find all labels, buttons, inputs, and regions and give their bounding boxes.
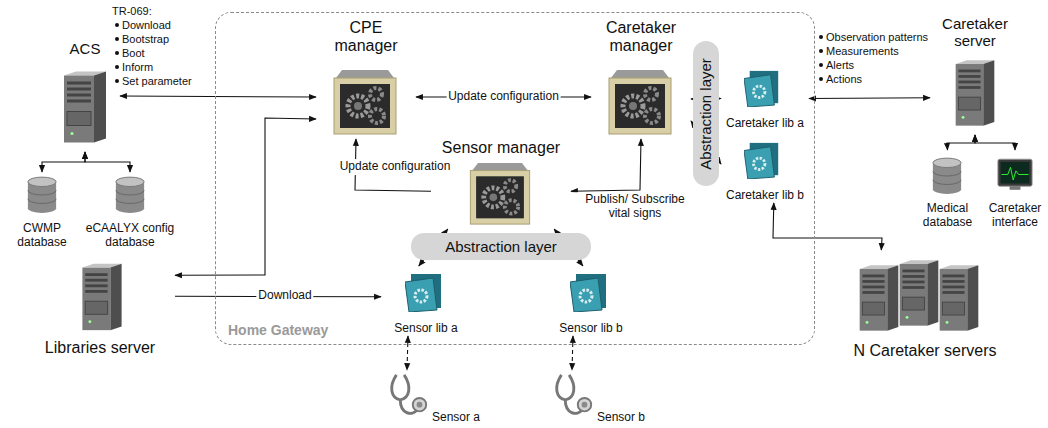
component-node: CWMP database — [10, 172, 74, 250]
manager-icon — [334, 70, 396, 134]
protocol-label: Boot — [122, 46, 145, 60]
protocol-label: Inform — [122, 60, 153, 74]
database-icon — [116, 177, 144, 213]
connector-arrow — [773, 203, 882, 250]
component-node: Medical database — [913, 150, 982, 230]
edge-label: Update configuration — [446, 89, 561, 105]
connector-arrow — [975, 135, 1015, 150]
connector-arrow — [120, 96, 316, 97]
node-label: Abstraction layer — [445, 238, 557, 255]
server-icon — [900, 260, 939, 325]
component-node: Sensor lib a — [381, 266, 471, 336]
node-label: Sensor manager — [442, 139, 560, 157]
node-label: Caretaker lib b — [726, 189, 804, 203]
protocol-label: Observation patterns — [826, 30, 928, 44]
edge-label: Publish/ Subscribe vital signs — [573, 192, 697, 222]
protocol-label: Download — [122, 18, 171, 32]
component-node: Caretaker interface — [983, 150, 1047, 230]
library-icon — [570, 274, 606, 312]
protocol-label: Bootstrap — [122, 32, 169, 46]
connector-arrow — [572, 336, 573, 370]
database-icon — [933, 158, 961, 194]
component-node: ACS — [50, 40, 120, 152]
monitor-icon — [998, 159, 1032, 190]
layer-band: Abstraction layer — [411, 233, 591, 260]
node-label: Caretaker interface — [985, 202, 1045, 230]
server-icon — [956, 60, 995, 125]
component-node: N Caretaker servers — [830, 250, 1020, 360]
node-label: CWMP database — [12, 222, 72, 250]
node-label: Sensor b — [597, 411, 645, 425]
node-label: Sensor lib a — [394, 322, 457, 336]
library-icon — [744, 143, 778, 179]
server-icon — [940, 265, 979, 330]
database-icon — [28, 177, 56, 213]
manager-icon — [609, 70, 671, 134]
node-label: Caretaker manager — [596, 19, 686, 56]
component-node: Caretaker server — [930, 15, 1020, 135]
protocol-label: Measurements — [826, 44, 899, 58]
stethoscope-icon — [392, 375, 426, 413]
component-node: Sensor lib b — [546, 266, 636, 336]
protocol-label: Alerts — [826, 58, 854, 72]
node-label: Medical database — [915, 202, 980, 230]
connector-arrow — [809, 97, 930, 99]
connector-arrow — [571, 139, 641, 191]
component-node: Sensor b — [545, 370, 645, 425]
component-node: Sensor manager — [431, 139, 571, 229]
region-title: Home Gateway — [228, 322, 328, 338]
layer-band: Abstraction layer — [693, 41, 719, 186]
protocol-label: Set parameter — [122, 74, 192, 88]
connector-arrow — [85, 152, 130, 172]
component-node: Caretaker lib b — [721, 138, 809, 203]
connector-arrow — [175, 118, 316, 275]
node-label: ACS — [70, 40, 101, 57]
connector-arrow — [407, 336, 408, 370]
connector-arrow — [947, 135, 975, 150]
component-node: eCAALYX config database — [83, 172, 177, 250]
node-label: eCAALYX config database — [85, 222, 175, 250]
node-label: Sensor lib b — [559, 322, 622, 336]
edge-label: Update configuration — [338, 159, 453, 175]
node-label: CPE manager — [324, 19, 409, 56]
protocol-label: TR-069: — [112, 4, 152, 18]
manager-icon — [470, 163, 529, 224]
node-label: Caretaker lib a — [726, 117, 804, 131]
node-label: N Caretaker servers — [853, 342, 996, 360]
stethoscope-icon — [557, 375, 591, 413]
server-icon — [860, 265, 899, 330]
connector-arrow — [42, 152, 85, 172]
node-label: Caretaker server — [933, 15, 1018, 50]
library-icon — [744, 71, 778, 107]
component-node: Caretaker manager — [591, 19, 691, 139]
node-label: Libraries server — [45, 339, 155, 357]
component-node: Libraries server — [25, 262, 175, 357]
library-icon — [405, 274, 441, 312]
node-label: Sensor a — [432, 411, 480, 425]
component-node: Sensor a — [380, 370, 480, 425]
protocol-label: Actions — [826, 72, 862, 86]
server-icon — [82, 264, 121, 330]
node-label: Abstraction layer — [697, 58, 714, 170]
server-icon — [64, 72, 106, 143]
edge-label: Download — [256, 288, 313, 304]
component-node: Caretaker lib a — [721, 66, 809, 131]
component-node: CPE manager — [316, 19, 416, 139]
